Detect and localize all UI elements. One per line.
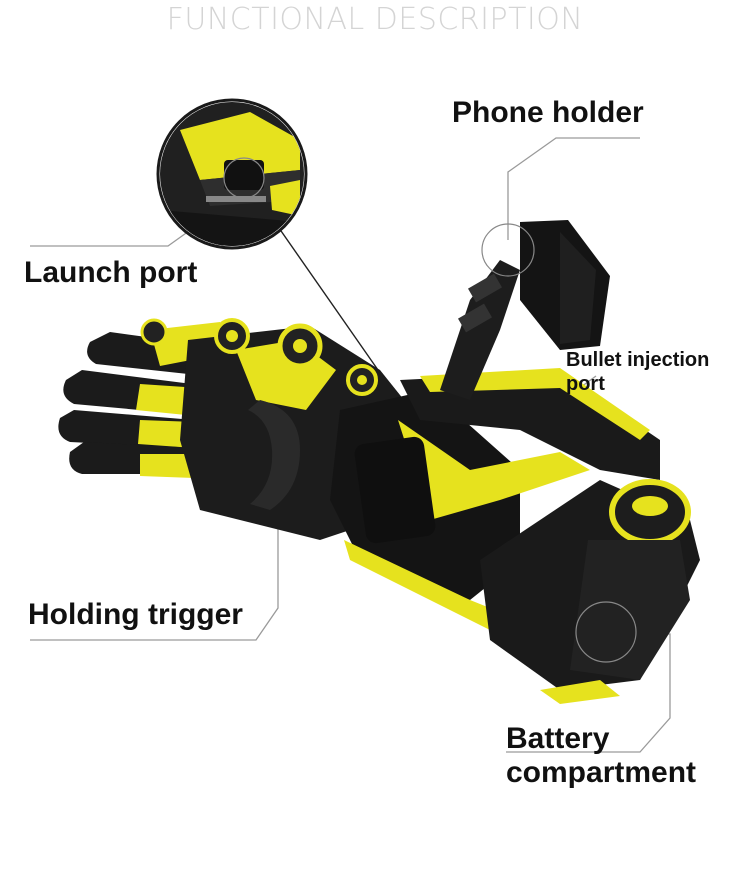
launch-port-zoom-inset bbox=[156, 98, 308, 250]
phone-holder bbox=[440, 220, 610, 400]
battery-drum bbox=[480, 479, 700, 704]
glove-body bbox=[58, 220, 700, 704]
launch-port-leader bbox=[30, 225, 197, 247]
bullet-injection-label-line1: Bullet injection bbox=[566, 349, 710, 371]
bullet-injection-label-line2: port bbox=[566, 373, 605, 395]
leader-lines bbox=[30, 137, 671, 753]
page-title: FUNCTIONAL DESCRIPTION bbox=[166, 2, 584, 37]
trigger-leader bbox=[30, 520, 279, 641]
battery-label-line1: Battery bbox=[506, 722, 610, 755]
holding-trigger-label: Holding trigger bbox=[28, 598, 243, 631]
phone-holder-leader bbox=[507, 137, 640, 240]
battery-label-line2: compartment bbox=[506, 756, 697, 789]
launch-zoom-leader bbox=[271, 217, 379, 371]
launch-port-label: Launch port bbox=[24, 256, 198, 289]
trigger-grip bbox=[248, 400, 300, 510]
bullet-injection-port-label: Bullet injection port bbox=[566, 348, 709, 396]
phone-holder-label: Phone holder bbox=[452, 96, 644, 129]
battery-compartment-label: Battery compartment bbox=[506, 722, 696, 790]
